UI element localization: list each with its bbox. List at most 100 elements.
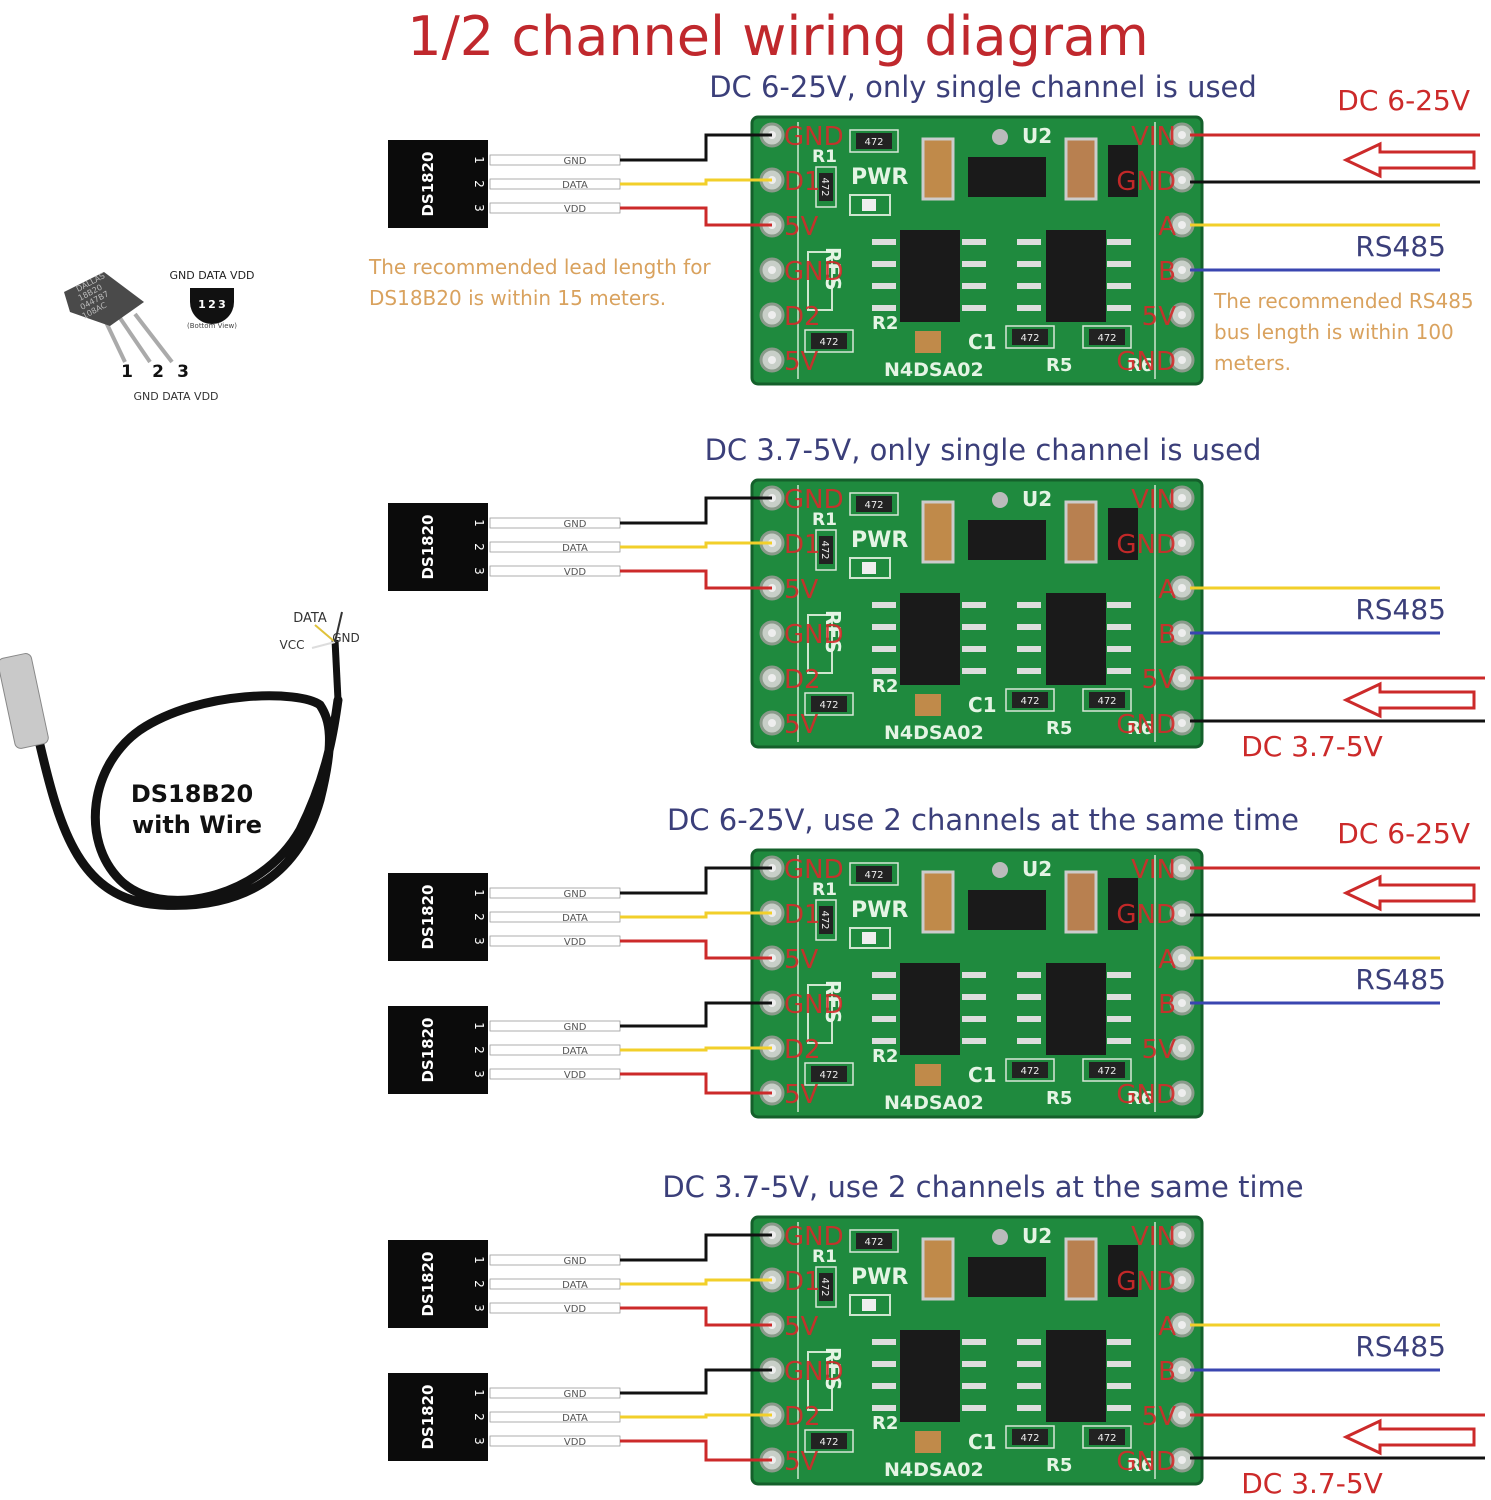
resistor: 472	[804, 1062, 854, 1086]
wire-vdd	[620, 206, 772, 227]
resistor-code: 472	[1020, 333, 1039, 344]
sensor-pin-number: 3	[472, 204, 486, 212]
silk-r5: R5	[1046, 355, 1072, 376]
ic-lead	[1017, 1016, 1041, 1022]
ic-lead	[1107, 1383, 1131, 1389]
ic-lead	[962, 1383, 986, 1389]
led	[992, 862, 1008, 878]
pin-leg	[133, 312, 174, 364]
wire-gnd	[620, 1233, 772, 1262]
panel-2: DC 3.7-5V, only single channel is used 47…	[388, 433, 1485, 763]
sensor-lead	[489, 154, 621, 166]
ic-lead	[1107, 283, 1131, 289]
package-body	[64, 272, 144, 326]
wire-data	[620, 178, 772, 186]
sensor-pin-number: 3	[472, 1304, 486, 1312]
sensor-lead	[489, 565, 621, 577]
wire-vcc	[311, 641, 336, 649]
wire-vdd	[620, 1439, 772, 1462]
probe-steel-tip	[0, 653, 49, 749]
resistor: 472	[1082, 1425, 1132, 1449]
resistor-body	[819, 536, 833, 564]
ic-lead	[1017, 1383, 1041, 1389]
ic-lead	[962, 972, 986, 978]
ic-lead	[1107, 972, 1131, 978]
ic-lead	[872, 1038, 896, 1044]
resistor: 472	[815, 1266, 837, 1308]
pin-hole	[768, 674, 776, 682]
sensor-lead	[489, 911, 621, 923]
resistor-outline	[1082, 325, 1132, 349]
ic-lead	[872, 283, 896, 289]
rs485-label: RS485	[1355, 963, 1446, 996]
ic-lead	[1017, 668, 1041, 674]
sensor-lead-label: VDD	[564, 204, 587, 215]
resistor-code: 472	[819, 700, 838, 711]
sensor-pin-number: 1	[472, 519, 486, 527]
resistor-body	[811, 696, 847, 712]
sensor-pin-number: 2	[472, 1046, 486, 1054]
silk-r1: R1	[812, 510, 837, 530]
wire-gnd	[620, 496, 772, 525]
silk-r1: R1	[812, 1247, 837, 1267]
res-jumper	[807, 614, 833, 674]
ic-lead	[872, 1383, 896, 1389]
silk-res: RES	[821, 247, 845, 290]
ic-lead	[1107, 1339, 1131, 1345]
sensor-pin-number: 2	[472, 180, 486, 188]
sensor-lead-label: VDD	[564, 1437, 587, 1448]
right-pin-label: 5V	[1142, 665, 1177, 695]
resistor-body	[819, 906, 833, 934]
left-pin-label: 5V	[784, 212, 819, 242]
resistor-body	[856, 1233, 892, 1249]
resistor: 472	[1005, 688, 1055, 712]
resistor-body	[811, 1066, 847, 1082]
capacitor	[1064, 1237, 1098, 1301]
silk-model: N4DSA02	[884, 722, 984, 744]
left-pin-label: 5V	[784, 1080, 819, 1110]
ic-lead	[1107, 305, 1131, 311]
pin-hole	[1178, 1456, 1186, 1464]
sensor-lead	[489, 935, 621, 947]
ic-lead	[1107, 1016, 1131, 1022]
sensor-lead	[489, 202, 621, 214]
sensor-pin-number: 3	[472, 1437, 486, 1445]
diode	[1108, 145, 1138, 197]
resistor-code: 472	[819, 910, 830, 929]
bottom-view-pin: 1	[198, 298, 206, 311]
sensor-body	[388, 1006, 488, 1094]
capacitor	[1064, 870, 1098, 934]
panel-subtitle: DC 3.7-5V, only single channel is used	[705, 433, 1262, 467]
sensor-lead-label: GND	[564, 1389, 587, 1400]
sensor-lead	[489, 1387, 621, 1399]
ic-lead	[962, 624, 986, 630]
ic-chip	[900, 963, 960, 1055]
bottom-view-icon	[190, 288, 234, 324]
right-pin-label: GND	[1116, 347, 1176, 377]
resistor-body	[856, 866, 892, 882]
panel-3: DC 6-25V, use 2 channels at the same tim…	[388, 803, 1480, 1119]
silk-c1: C1	[968, 1063, 997, 1087]
resistor-outline	[804, 1429, 854, 1453]
resistor: 472	[1005, 325, 1055, 349]
right-pin-label: B	[1158, 257, 1176, 287]
ic-lead	[872, 668, 896, 674]
led	[992, 1229, 1008, 1245]
capacitor	[921, 1237, 955, 1301]
left-pin-label: 5V	[784, 710, 819, 740]
resistor-outline	[815, 529, 837, 571]
ic-lead	[872, 1405, 896, 1411]
resistor-body	[811, 333, 847, 349]
power-arrow	[1342, 141, 1476, 179]
wire-data	[620, 911, 772, 919]
left-pin-label: GND	[784, 620, 844, 650]
sensor-body	[388, 1240, 488, 1328]
led	[992, 492, 1008, 508]
silk-pwr: PWR	[851, 898, 908, 923]
bottom-view-pin: 2	[208, 298, 216, 311]
sensor-lead-label: DATA	[562, 1046, 588, 1057]
left-pin-label: 5V	[784, 575, 819, 605]
silk-r6: R6	[1127, 1455, 1153, 1476]
wire-data	[620, 1278, 772, 1286]
